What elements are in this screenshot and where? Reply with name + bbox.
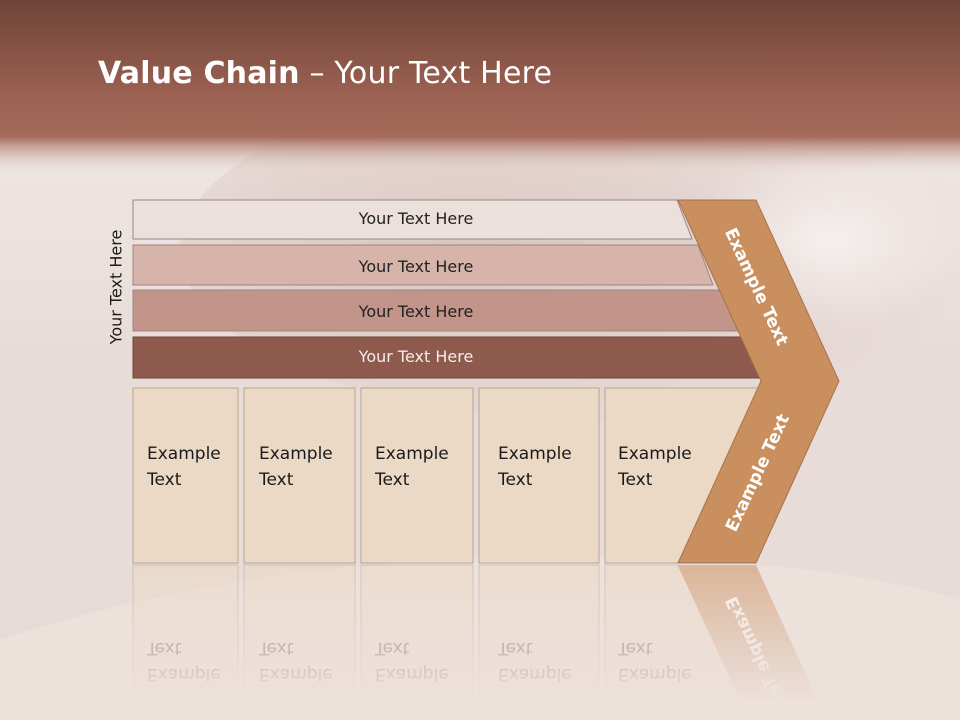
svg-text:Text: Text — [146, 638, 182, 658]
bar-1-label: Your Text Here — [358, 209, 474, 228]
column-1-line2: Text — [146, 470, 182, 490]
bar-1-shape — [132, 199, 693, 240]
svg-text:Example: Example — [375, 664, 449, 684]
svg-text:Example: Example — [498, 664, 572, 684]
column-5-line2: Text — [617, 470, 653, 490]
svg-text:Text: Text — [258, 638, 294, 658]
column-3-box — [360, 387, 474, 564]
svg-text:Example: Example — [618, 664, 692, 684]
column-2-line1: Example — [259, 444, 333, 464]
column-4-line1: Example — [498, 444, 572, 464]
svg-text:Example: Example — [147, 664, 221, 684]
column-5-line1: Example — [618, 444, 692, 464]
column-3-line1: Example — [375, 444, 449, 464]
svg-text:Example: Example — [259, 664, 333, 684]
bar-2-shape — [132, 244, 714, 286]
page-title: Value Chain – Your Text Here — [98, 52, 552, 96]
column-1-box — [132, 387, 239, 564]
reflection: Example Text Example Text Example Text E… — [132, 564, 827, 720]
bar-4-label: Your Text Here — [358, 347, 474, 366]
chevron-shape — [677, 199, 840, 564]
column-3-line2: Text — [374, 470, 410, 490]
column-2-line2: Text — [258, 470, 294, 490]
title-rest: – Your Text Here — [299, 56, 553, 91]
svg-text:Text: Text — [374, 638, 410, 658]
column-2-box — [243, 387, 356, 564]
column-1-line1: Example — [147, 444, 221, 464]
svg-text:Text: Text — [617, 638, 653, 658]
svg-text:Text: Text — [497, 638, 533, 658]
column-4-line2: Text — [497, 470, 533, 490]
title-bold: Value Chain — [98, 56, 300, 91]
column-4-box — [478, 387, 600, 564]
bar-3-label: Your Text Here — [358, 302, 474, 321]
bar-2-label: Your Text Here — [358, 257, 474, 276]
